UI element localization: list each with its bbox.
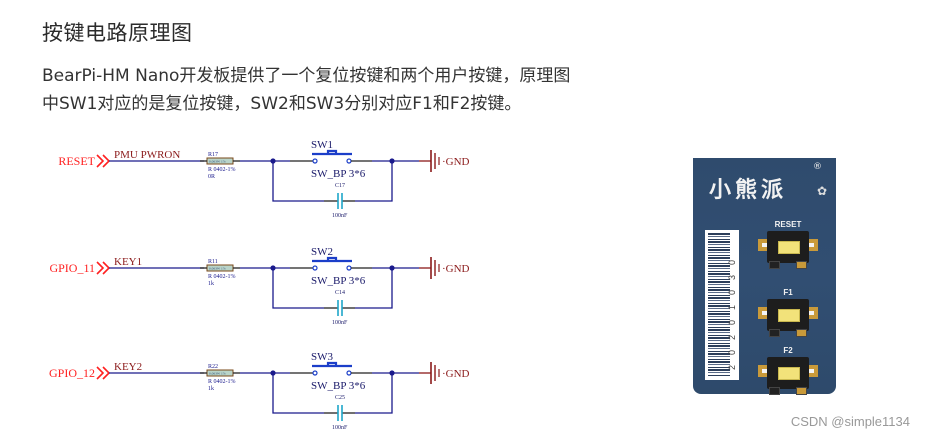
switch-tab-r (809, 307, 818, 319)
net-label: PMU PWRON (114, 149, 180, 161)
switch-contact (346, 158, 352, 164)
board-button-label: RESET (774, 220, 802, 229)
switch-contact (312, 265, 318, 271)
switch-actuator (312, 256, 352, 263)
wire (272, 373, 393, 414)
switch-pad-r (796, 329, 807, 337)
ground-label: ·GND (442, 156, 470, 168)
barcode: 20201030 (705, 230, 739, 380)
switch-ref: SW1 (311, 139, 333, 151)
capacitor-ref: C25 (335, 395, 345, 401)
switch-tab-l (758, 239, 767, 251)
port-arrow-icon (96, 366, 111, 380)
resistor-value: 1k (208, 386, 214, 392)
resistor-rating: 0.063W 1% (209, 160, 226, 164)
resistor-value: 1k (208, 281, 214, 287)
registered-mark: ® (813, 162, 822, 172)
resistor-package: R 0402-1% (208, 379, 236, 385)
switch-pad-r (796, 387, 807, 395)
resistor-ref: R17 (208, 152, 218, 158)
switch-pad-l (769, 387, 780, 395)
capacitor-value: 100nF (332, 213, 348, 219)
switch-part: SW_BP 3*6 (311, 380, 366, 392)
switch-ref: SW2 (311, 246, 333, 258)
resistor-package: R 0402-1% (208, 274, 236, 280)
watermark: CSDN @simple1134 (790, 414, 910, 429)
bee-icon: ✿ (817, 184, 828, 198)
port-label: RESET (58, 154, 95, 168)
capacitor-value: 100nF (332, 425, 348, 431)
net-label: KEY1 (114, 256, 142, 268)
description-line-2: 中SW1对应的是复位按键，SW2和SW3分别对应F1和F2按键。 (42, 94, 522, 114)
port-label: GPIO_12 (49, 366, 95, 380)
switch-part: SW_BP 3*6 (311, 275, 366, 287)
brand-logo: 小熊派 (709, 178, 788, 203)
switch-contact (312, 158, 318, 164)
page-heading: 按键电路原理图 (42, 21, 193, 45)
switch-pad-l (769, 261, 780, 269)
switch-contact (346, 265, 352, 271)
port-label: GPIO_11 (49, 261, 95, 275)
switch-ref: SW3 (311, 351, 334, 363)
switch-tab-l (758, 365, 767, 377)
ground-label: ·GND (442, 263, 470, 275)
port-arrow-icon (96, 261, 111, 275)
board-tact-switch (758, 357, 818, 395)
switch-pad-l (769, 329, 780, 337)
wire (272, 161, 393, 202)
resistor-rating: 0.063W 1% (209, 372, 226, 376)
description-paragraph: BearPi-HM Nano开发板提供了一个复位按键和两个用户按键，原理图 中S… (42, 62, 642, 118)
wire (272, 268, 393, 309)
switch-pad-r (796, 261, 807, 269)
capacitor-ref: C14 (335, 290, 345, 296)
switch-actuator (312, 149, 352, 156)
switch-part: SW_BP 3*6 (311, 168, 366, 180)
resistor-ref: R11 (208, 259, 218, 265)
switch-actuator (312, 361, 352, 368)
ground-label: ·GND (442, 368, 470, 380)
switch-tab-r (809, 239, 818, 251)
capacitor-ref: C17 (335, 183, 345, 189)
switch-tab-r (809, 365, 818, 377)
board-button-label: F1 (783, 288, 793, 297)
switch-cap (778, 309, 800, 322)
barcode-digits: 20201030 (727, 249, 737, 370)
resistor-ref: R22 (208, 364, 218, 370)
capacitor-value: 100nF (332, 320, 348, 326)
switch-cap (778, 367, 800, 380)
resistor-rating: 0.063W 1% (209, 267, 226, 271)
switch-tab-l (758, 307, 767, 319)
board-tact-switch (758, 299, 818, 337)
port-arrow-icon (96, 154, 111, 168)
barcode-bars (708, 233, 730, 377)
board-tact-switch (758, 231, 818, 269)
switch-contact (346, 370, 352, 376)
switch-contact (312, 370, 318, 376)
description-line-1: BearPi-HM Nano开发板提供了一个复位按键和两个用户按键，原理图 (42, 66, 571, 86)
net-label: KEY2 (114, 361, 142, 373)
board-button-label: F2 (783, 346, 793, 355)
resistor-package: R 0402-1% (208, 167, 236, 173)
switch-cap (778, 241, 800, 254)
resistor-value: 0R (208, 174, 215, 180)
